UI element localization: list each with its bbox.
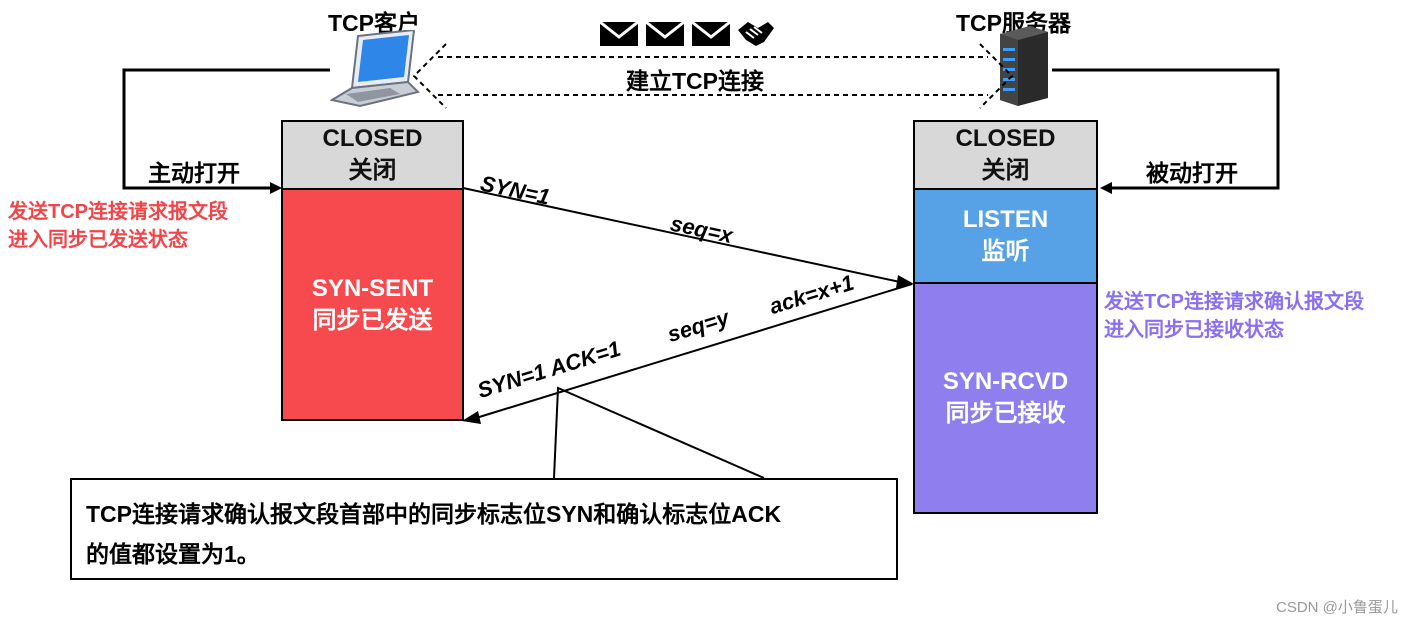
client-state-closed: CLOSED 关闭 <box>281 120 464 190</box>
envelope-icon <box>691 20 731 46</box>
callout-line2: 的值都设置为1。 <box>86 541 260 567</box>
server-state-closed: CLOSED 关闭 <box>913 120 1098 190</box>
client-note-line2: 进入同步已发送状态 <box>8 229 188 251</box>
server-closed-en: CLOSED <box>955 125 1056 152</box>
server-note-line1: 发送TCP连接请求确认报文段 <box>1104 291 1364 313</box>
syn-rcvd-en: SYN-RCVD <box>942 368 1069 395</box>
client-closed-zh: 关闭 <box>348 157 397 184</box>
connection-label: 建立TCP连接 <box>626 68 764 94</box>
server-closed-zh: 关闭 <box>981 157 1030 184</box>
server-state-listen: LISTEN 监听 <box>913 188 1098 284</box>
listen-zh: 监听 <box>981 238 1030 265</box>
client-note-line1: 发送TCP连接请求报文段 <box>8 201 228 223</box>
message-icons <box>599 20 774 46</box>
envelope-icon <box>645 20 685 46</box>
watermark: CSDN @小鲁蛋儿 <box>1276 599 1398 616</box>
laptop-icon <box>330 30 420 108</box>
client-action-note: 发送TCP连接请求报文段 进入同步已发送状态 <box>8 198 228 254</box>
server-action-note: 发送TCP连接请求确认报文段 进入同步已接收状态 <box>1104 288 1364 344</box>
callout-box: TCP连接请求确认报文段首部中的同步标志位SYN和确认标志位ACK 的值都设置为… <box>70 478 898 580</box>
envelope-icon <box>599 20 639 46</box>
syn-sent-zh: 同步已发送 <box>312 306 433 334</box>
syn-rcvd-zh: 同步已接收 <box>945 400 1066 427</box>
callout-line1: TCP连接请求确认报文段首部中的同步标志位SYN和确认标志位ACK <box>86 501 782 527</box>
client-closed-en: CLOSED <box>322 125 423 152</box>
server-state-syn-rcvd: SYN-RCVD 同步已接收 <box>913 282 1098 514</box>
server-icon <box>1000 26 1048 106</box>
syn-sent-en: SYN-SENT <box>311 274 434 302</box>
listen-en: LISTEN <box>962 206 1049 233</box>
client-state-syn-sent: SYN-SENT 同步已发送 <box>281 188 464 421</box>
passive-open-label: 被动打开 <box>1146 160 1238 186</box>
handshake-icon <box>738 22 774 46</box>
server-note-line2: 进入同步已接收状态 <box>1104 319 1284 341</box>
active-open-label: 主动打开 <box>148 160 240 186</box>
